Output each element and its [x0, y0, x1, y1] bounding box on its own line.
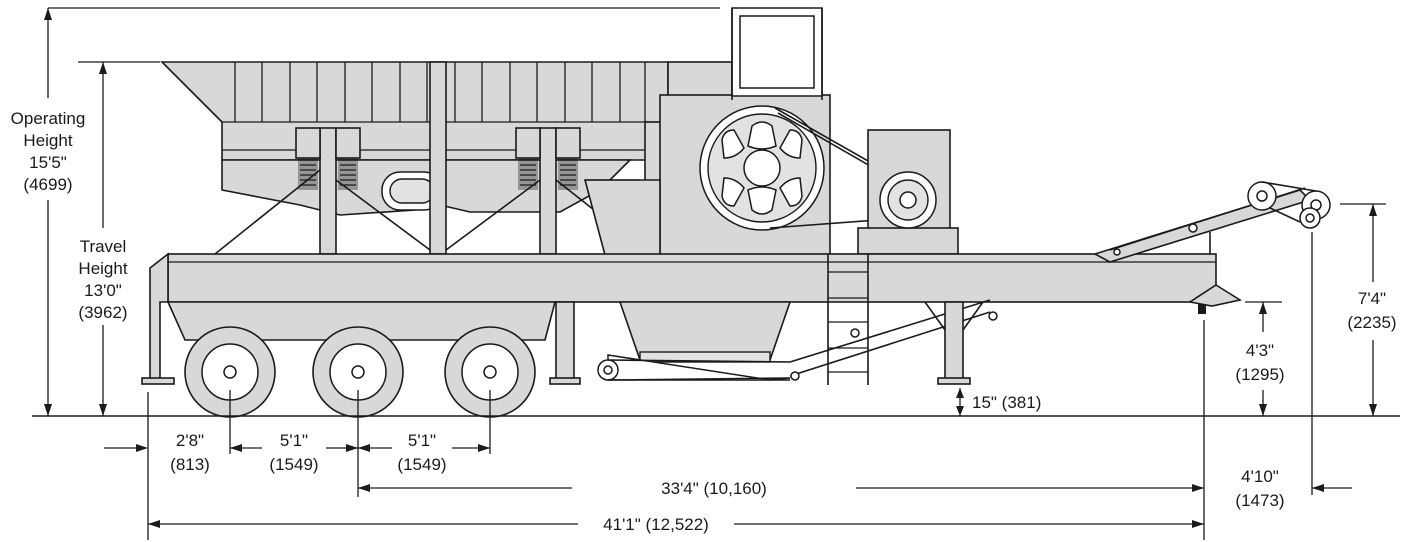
access-ladder: [827, 254, 869, 385]
gooseneck: [149, 252, 169, 381]
conveyor-high-mm: (2235): [1347, 313, 1396, 332]
overall-length-label: 41'1" (12,522): [603, 515, 709, 534]
travel-height-feet: 13'0": [84, 281, 122, 300]
dimension-lines: [32, 7, 1400, 540]
power-unit: [857, 129, 959, 255]
operating-height-mm: (4699): [23, 175, 72, 194]
operator-platform: [731, 7, 823, 100]
axle-offset-mm: (813): [170, 455, 210, 474]
axle-spacing-2-mm: (1549): [397, 455, 446, 474]
axle-spacing-1-feet: 5'1": [280, 431, 308, 450]
travel-height-mm: (3962): [78, 303, 127, 322]
under-frame-box: [166, 301, 557, 341]
dimension-labels: Operating Height 15'5" (4699) Travel Hei…: [11, 109, 1397, 534]
operating-height-line2: Height: [23, 131, 72, 150]
travel-height-line1: Travel: [80, 237, 127, 256]
under-crusher-conveyor: [597, 301, 792, 381]
crusher-flywheel: [699, 105, 825, 231]
rear-overhang-feet: 4'10": [1241, 467, 1279, 486]
crusher-feed-chute: [583, 179, 661, 256]
vibrating-springs: [295, 127, 581, 190]
operating-height-line1: Operating: [11, 109, 86, 128]
travel-height-line2: Height: [78, 259, 127, 278]
axle-spacing-2-feet: 5'1": [408, 431, 436, 450]
axle-offset-feet: 2'8": [176, 431, 204, 450]
ground-clearance-label: 15" (381): [972, 393, 1041, 412]
conveyor-low-feet: 4'3": [1246, 341, 1274, 360]
operating-height-feet: 15'5": [29, 153, 67, 172]
rear-overhang-mm: (1473): [1235, 491, 1284, 510]
conveyor-low-mm: (1295): [1235, 365, 1284, 384]
chassis-frame: [167, 253, 1217, 303]
trailer-wheels: [184, 326, 536, 418]
kingpin-to-rear-label: 33'4" (10,160): [661, 479, 767, 498]
discharge-conveyor: [1092, 181, 1331, 263]
axle-spacing-1-mm: (1549): [269, 455, 318, 474]
crusher-plant-illustration: [141, 7, 1331, 418]
conveyor-high-feet: 7'4": [1358, 289, 1386, 308]
